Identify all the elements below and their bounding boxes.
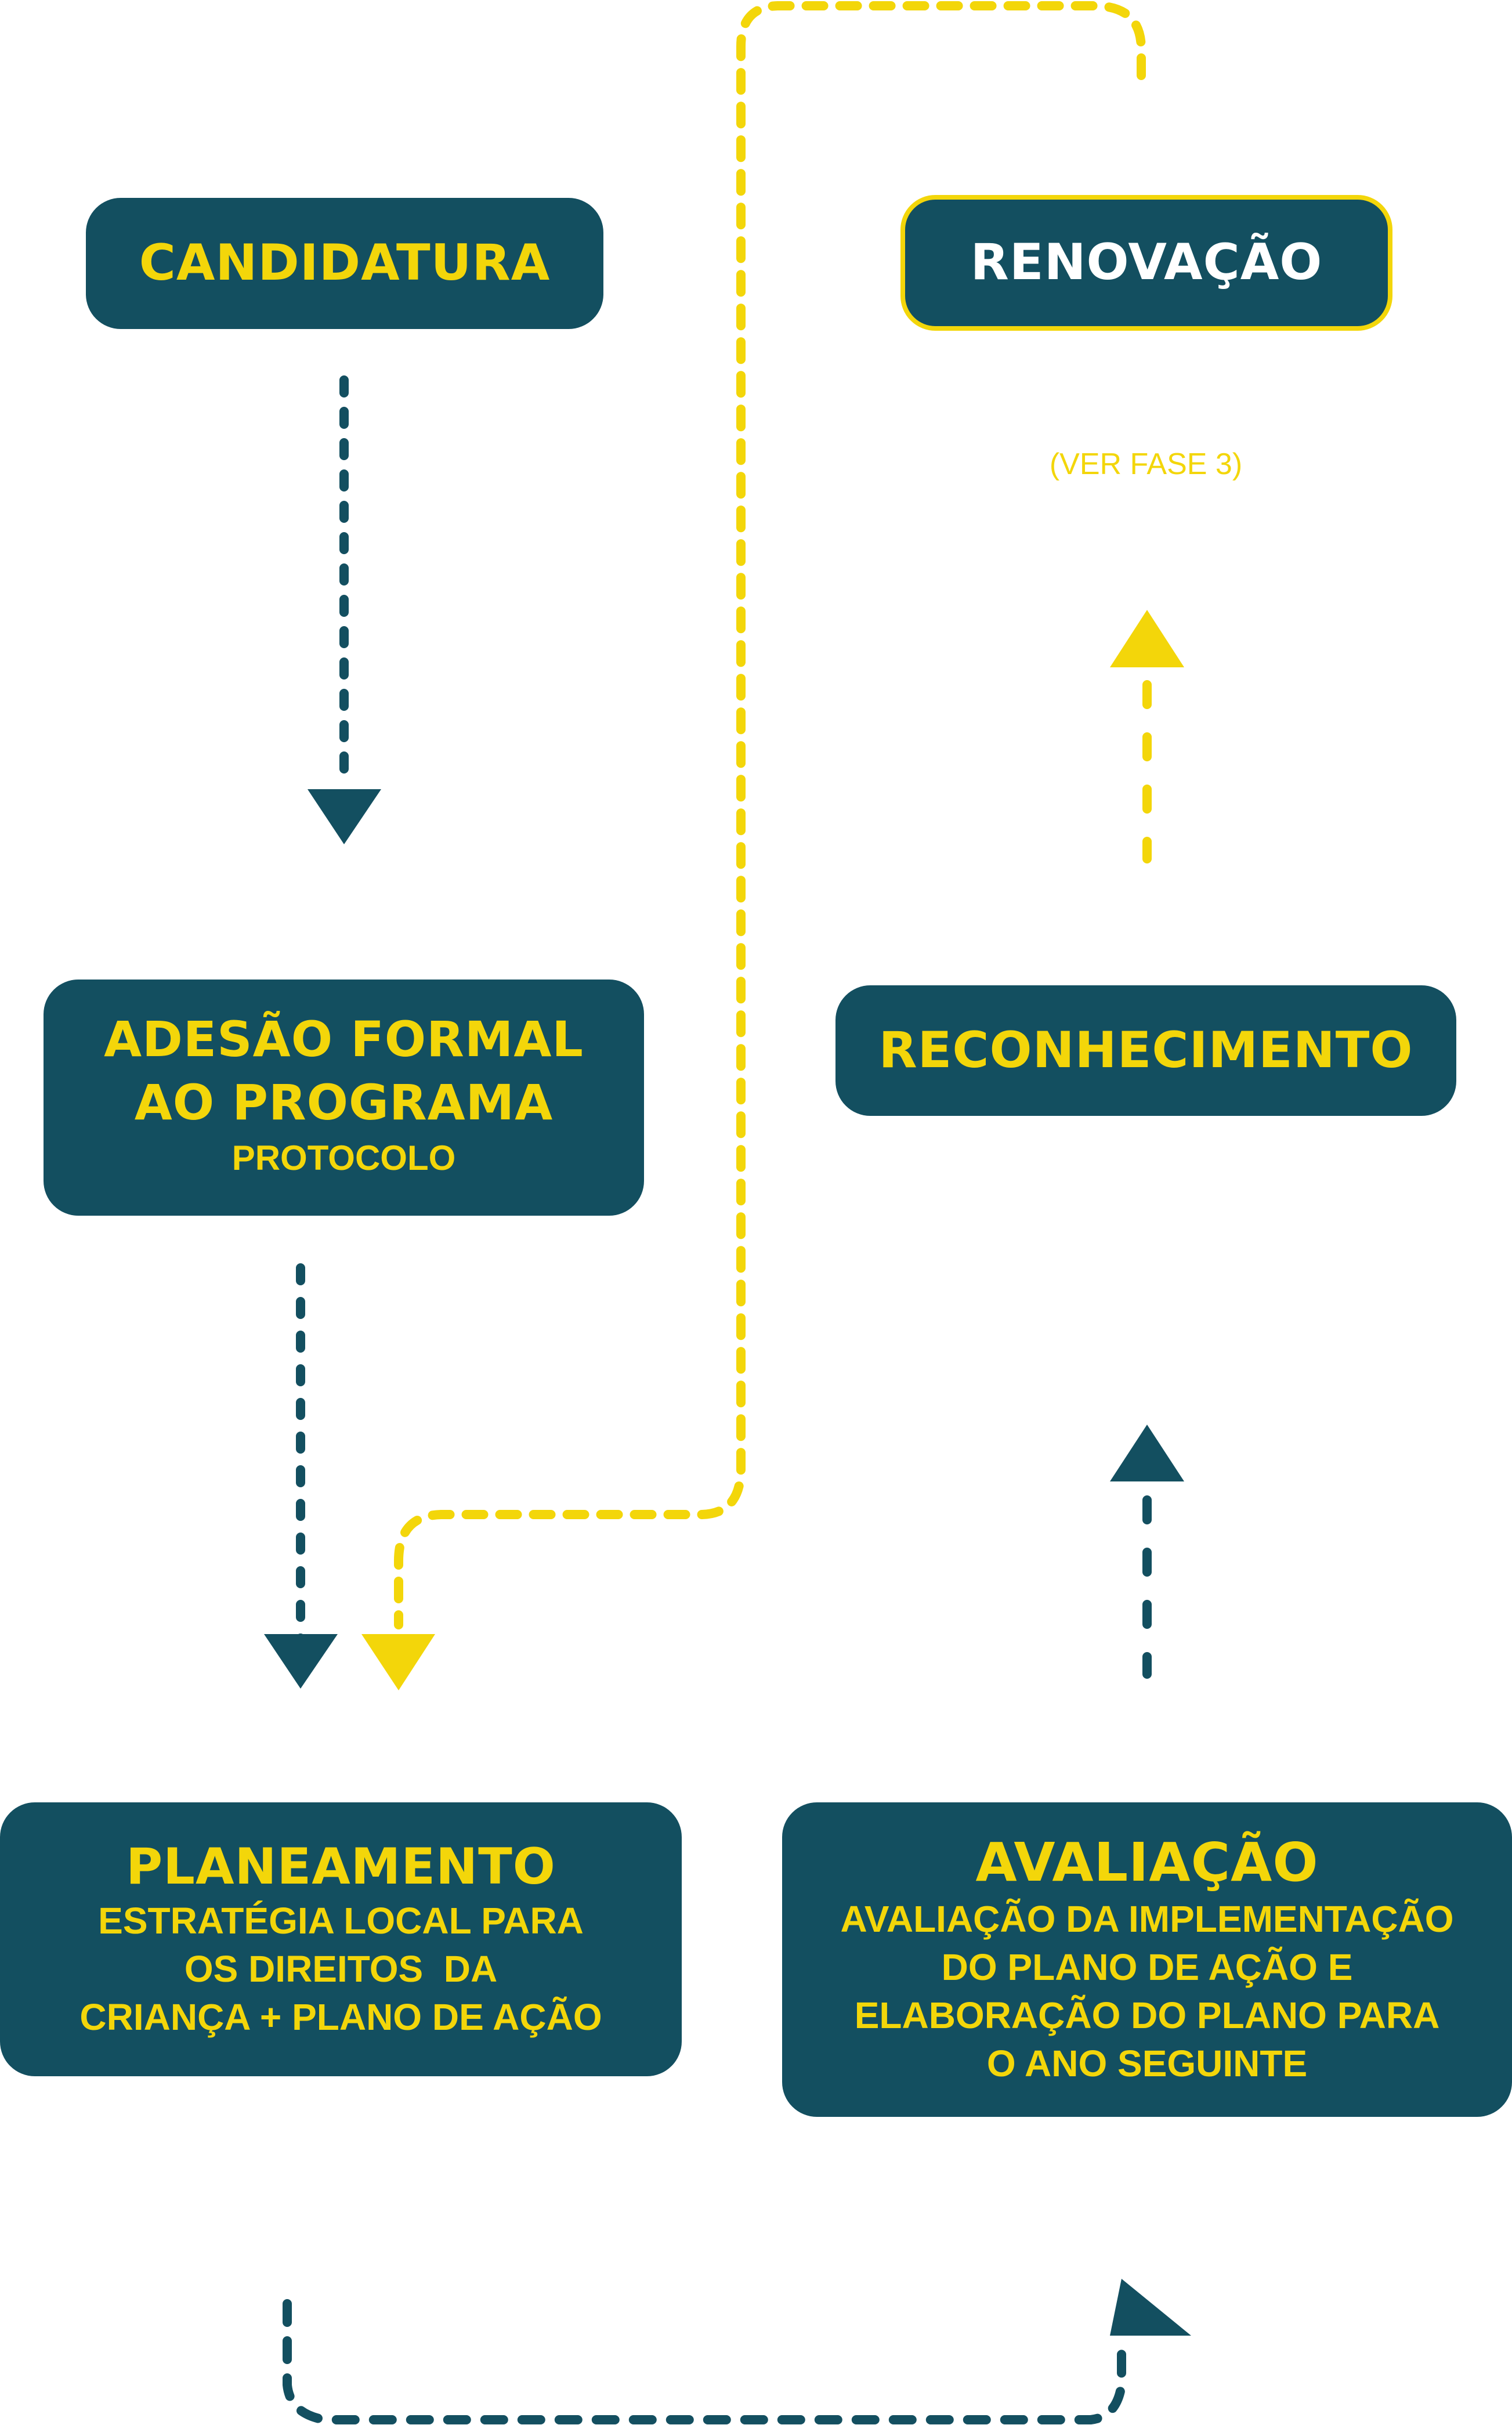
node-title: AVALIAÇÃO — [975, 1831, 1319, 1894]
edge-renovacao-planeamento-line — [394, 1, 1146, 1629]
node-title: PLANEAMENTO — [126, 1837, 556, 1896]
node-subtitle: AVALIAÇÃO DA IMPLEMENTAÇÃO DO PLANO DE A… — [840, 1895, 1453, 2088]
subtitle-line: DO PLANO DE AÇÃO E — [941, 1946, 1353, 1988]
arrowhead-up-icon — [1110, 1425, 1184, 1481]
subtitle-line: CRIANÇA + PLANO DE AÇÃO — [79, 1996, 602, 2039]
node-title: CANDIDATURA — [139, 234, 551, 292]
arrowhead-up-icon — [1110, 610, 1184, 667]
arrowhead-up-icon — [1110, 2279, 1191, 2336]
subtitle-line: O ANO SEGUINTE — [986, 2043, 1308, 2085]
arrowhead-down-icon — [264, 1634, 338, 1689]
title-line: AO PROGRAMA — [134, 1074, 554, 1131]
node-reconhecimento: RECONHECIMENTO — [835, 985, 1456, 1116]
arrowhead-down-icon — [308, 789, 381, 844]
node-subtitle: PROTOCOLO — [231, 1139, 456, 1178]
node-avaliacao: AVALIAÇÃO AVALIAÇÃO DA IMPLEMENTAÇÃO DO … — [782, 1802, 1512, 2117]
node-adesao-formal: ADESÃO FORMAL AO PROGRAMA PROTOCOLO — [44, 980, 644, 1216]
node-title: RECONHECIMENTO — [878, 1021, 1413, 1079]
node-planeamento: PLANEAMENTO ESTRATÉGIA LOCAL PARA OS DIR… — [0, 1802, 682, 2076]
node-candidatura: CANDIDATURA — [86, 198, 603, 329]
arrowhead-down-icon — [361, 1634, 435, 1690]
subtitle-line: AVALIAÇÃO DA IMPLEMENTAÇÃO — [840, 1898, 1454, 1940]
node-title: RENOVAÇÃO — [970, 233, 1323, 292]
node-title: ADESÃO FORMAL AO PROGRAMA — [104, 1008, 584, 1134]
subtitle-line: ELABORAÇÃO DO PLANO PARA — [854, 1994, 1440, 2037]
edge-planeamento-avaliacao-line — [283, 2299, 1126, 2424]
subtitle-line: OS DIREITOS DA — [184, 1948, 498, 1990]
node-subtitle: ESTRATÉGIA LOCAL PARA OS DIREITOS DA CRI… — [79, 1897, 602, 2042]
renovacao-note: (VER FASE 3) — [1049, 447, 1243, 481]
node-renovacao: RENOVAÇÃO — [900, 195, 1392, 331]
subtitle-line: ESTRATÉGIA LOCAL PARA — [98, 1899, 584, 1942]
title-line: ADESÃO FORMAL — [104, 1010, 584, 1068]
